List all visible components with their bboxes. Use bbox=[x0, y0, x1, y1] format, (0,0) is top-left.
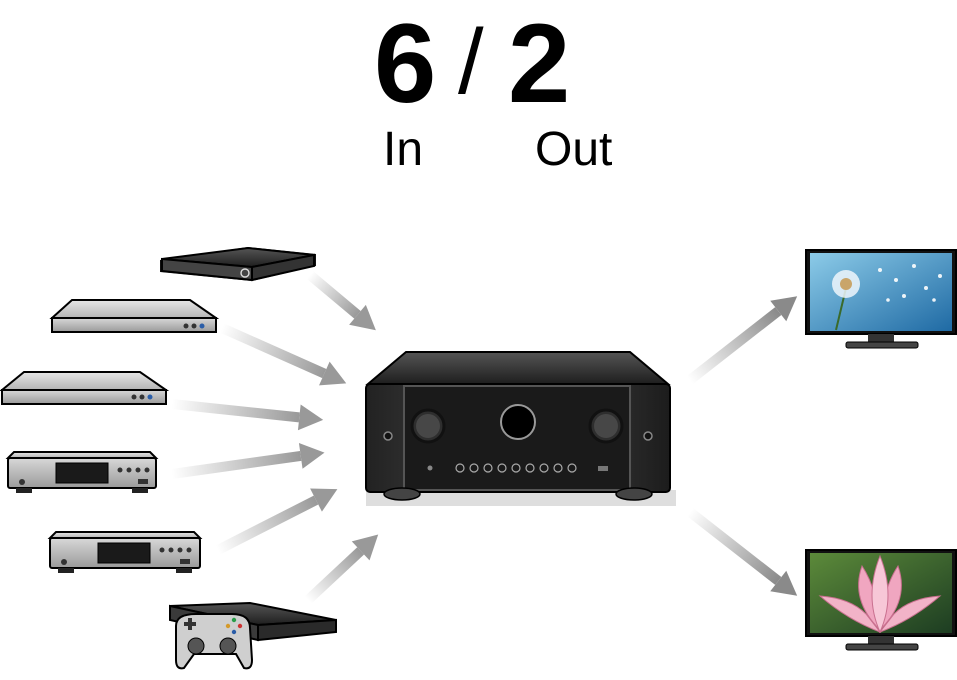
streaming-box-icon bbox=[160, 246, 316, 282]
controller bbox=[175, 613, 254, 670]
tv-flower-icon bbox=[805, 549, 957, 651]
bluray-player-icon bbox=[49, 299, 220, 333]
input-arrow bbox=[171, 399, 324, 431]
input-arrows bbox=[171, 271, 379, 604]
input-arrow bbox=[219, 323, 347, 386]
output-arrow bbox=[686, 508, 798, 596]
input-arrow bbox=[306, 271, 376, 331]
input-arrow bbox=[215, 488, 338, 555]
inputs-label: In bbox=[383, 123, 424, 176]
front-panel-buttons bbox=[455, 463, 577, 473]
count-separator: / bbox=[458, 11, 484, 113]
output-arrow bbox=[686, 296, 798, 384]
game-console-icon bbox=[169, 601, 337, 670]
cd-player-icon bbox=[47, 531, 203, 573]
io-headline: 6 / 2 bbox=[0, 1, 957, 126]
dvd-player-icon bbox=[0, 371, 170, 405]
output-arrows bbox=[686, 296, 798, 596]
input-arrow bbox=[304, 534, 379, 604]
outputs-count: 2 bbox=[508, 1, 571, 126]
outputs-label: Out bbox=[535, 123, 613, 176]
inputs-count: 6 bbox=[374, 1, 437, 126]
av-receiver-icon bbox=[365, 351, 676, 506]
tv-dandelion-icon bbox=[805, 249, 957, 349]
input-arrow bbox=[171, 443, 325, 479]
cd-player-icon bbox=[5, 451, 159, 493]
